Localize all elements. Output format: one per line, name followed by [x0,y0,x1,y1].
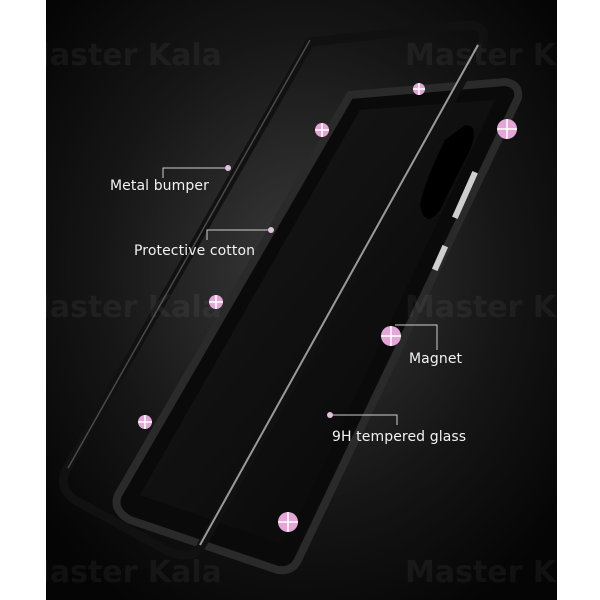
callout-dots [225,165,333,418]
watermark-logo: Master Kala [405,290,600,325]
callout-protective-cotton: Protective cotton [134,243,256,259]
callout-tempered-glass: 9H tempered glass [332,429,467,445]
callout-lines [162,167,438,425]
metal-bumper-frame [59,20,488,560]
callout-metal-bumper: Metal bumper [110,178,209,194]
bumper-highlight [199,44,479,546]
watermark-logo: Master Kala [20,555,222,590]
side-button [452,170,478,220]
watermark-logo: Master Kala [20,38,222,73]
watermark-logo: Master Kala [405,555,600,590]
bumper-edge [67,39,311,469]
camera-cutout [420,125,474,219]
magnet-markers [138,83,517,532]
back-glass [140,100,495,545]
watermark-logo: Master Kala [20,290,222,325]
callout-magnet: Magnet [409,351,463,367]
side-button [431,244,449,272]
watermark-logo: Master Kala [405,38,600,73]
